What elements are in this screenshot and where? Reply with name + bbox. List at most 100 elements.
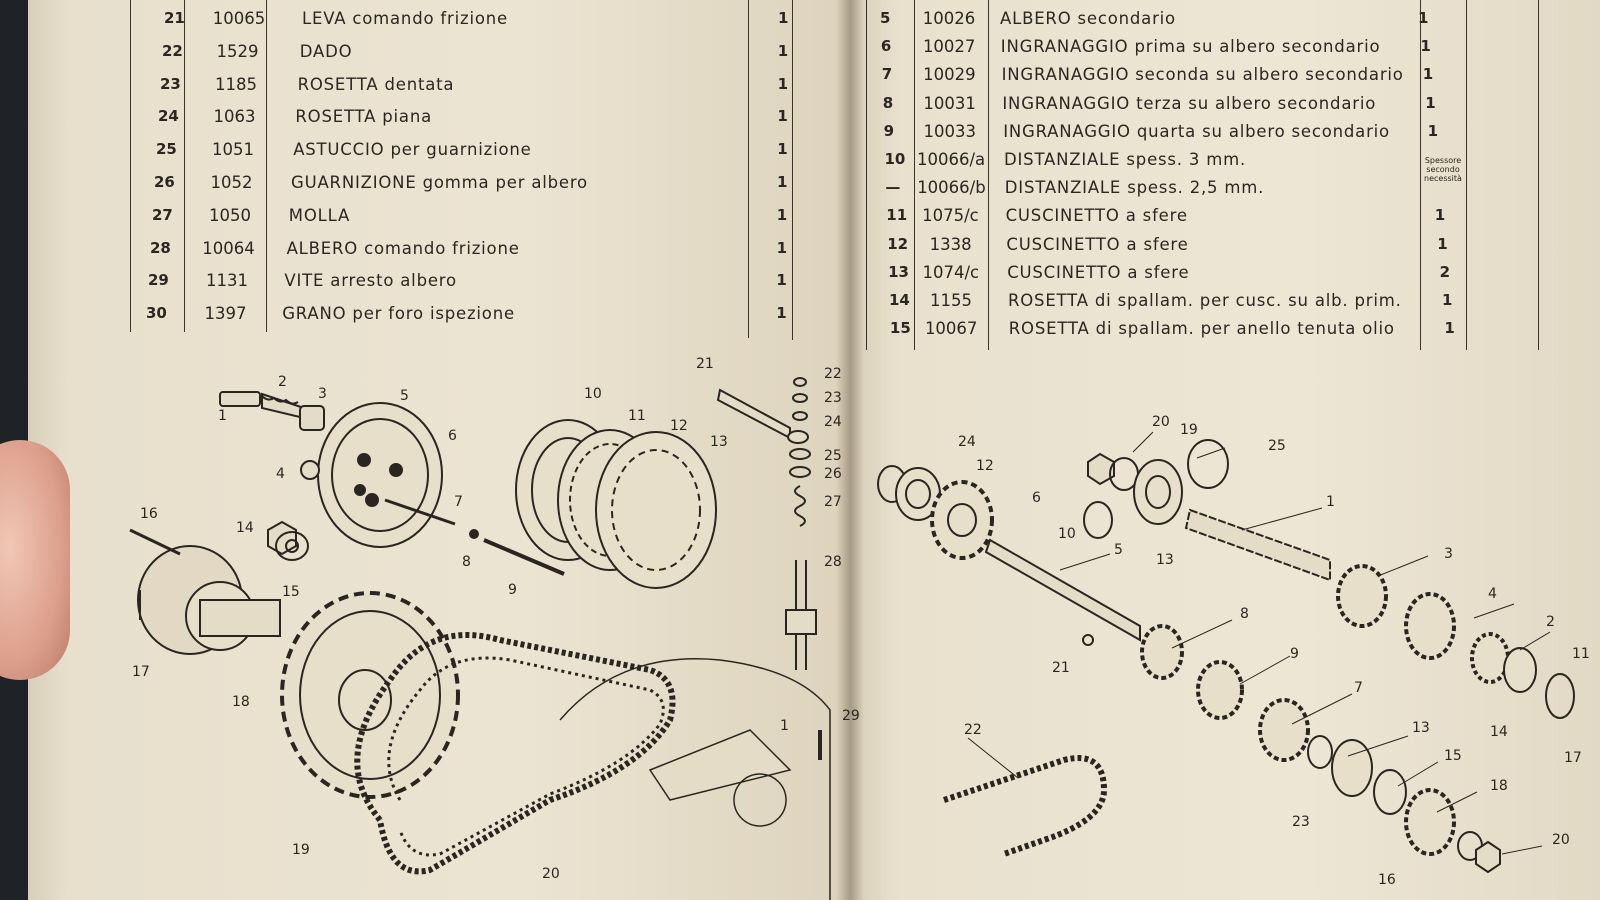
callout-label: 20 <box>542 866 560 882</box>
callout-label: 2 <box>1546 614 1555 630</box>
part-quantity: 1 <box>776 238 788 257</box>
callout-label: 5 <box>1114 542 1123 558</box>
part-number: 11 <box>886 206 908 225</box>
part-number: 29 <box>148 271 169 290</box>
callout-label: 9 <box>1290 646 1299 662</box>
callout-label: 15 <box>1444 748 1462 764</box>
parts-row: 15 10067 ROSETTA di spallam. per anello te… <box>0 319 1600 345</box>
callout-label: 1 <box>218 408 227 424</box>
left-table-divider <box>184 0 186 332</box>
part-code: 10031 <box>923 93 976 113</box>
callout-label: 6 <box>448 428 457 444</box>
left-diagram-labels: 1234567891011121314151617181920212223242… <box>132 356 860 882</box>
callout-label: 20 <box>1552 832 1570 848</box>
callout-label: 25 <box>1268 438 1286 454</box>
callout-label: 27 <box>824 494 842 510</box>
callout-label: 23 <box>1292 814 1310 830</box>
part-quantity: 1 <box>777 107 788 126</box>
left-table-divider <box>748 0 750 338</box>
washer-nut-part <box>267 520 565 576</box>
part-number: 5 <box>880 9 891 27</box>
callout-label: 24 <box>958 434 976 450</box>
clutch-drum-part <box>129 528 281 655</box>
part-number: 23 <box>160 74 181 93</box>
callout-label: 22 <box>824 366 842 382</box>
part-description: ALBERO comando frizione <box>286 238 520 258</box>
part-number: 21 <box>164 9 185 27</box>
part-code: 10027 <box>922 37 976 57</box>
part-description: CUSCINETTO a sfere <box>1006 234 1189 254</box>
callout-label: 22 <box>964 722 982 738</box>
right-table-divider <box>1420 0 1422 350</box>
part-description: INGRANAGGIO seconda su albero secondario <box>1001 65 1404 85</box>
right-table-border <box>1538 0 1540 350</box>
callout-label: 21 <box>1052 660 1070 676</box>
part-number: 15 <box>889 319 911 338</box>
callout-label: 8 <box>1240 606 1249 622</box>
callout-label: 14 <box>236 520 254 536</box>
callout-label: 26 <box>824 466 842 482</box>
callout-label: 10 <box>584 386 602 402</box>
part-code: 10065 <box>212 9 266 28</box>
callout-label: 8 <box>462 554 471 570</box>
leader-lines <box>967 431 1551 855</box>
callout-label: 14 <box>1490 724 1508 740</box>
part-code: 10029 <box>923 65 976 85</box>
left-table-divider <box>266 0 268 332</box>
clutch-bolt-part <box>219 391 325 431</box>
part-description: CUSCINETTO a sfere <box>1005 206 1188 226</box>
part-number: 8 <box>882 93 894 112</box>
sprocket-gear-part <box>280 591 460 799</box>
part-description: DISTANZIALE spess. 3 mm. <box>1004 150 1247 169</box>
chain-part <box>354 632 676 875</box>
callout-label: 10 <box>1058 526 1076 542</box>
callout-label: 7 <box>1354 680 1363 696</box>
part-quantity: 1 <box>776 304 787 323</box>
part-number: 25 <box>156 140 177 159</box>
part-description: VITE arresto albero <box>284 271 457 291</box>
callout-label: 5 <box>400 388 409 404</box>
part-description: ROSETTA di spallam. per cusc. su alb. pr… <box>1008 291 1402 310</box>
part-description: ROSETTA piana <box>295 107 432 127</box>
callout-label: 11 <box>1572 646 1590 662</box>
part-code: 10033 <box>923 121 977 141</box>
callout-label: 13 <box>1412 720 1430 736</box>
right-table-divider <box>988 0 990 350</box>
case-outline-part <box>559 658 831 900</box>
note-line: necessità <box>1424 174 1462 183</box>
part-description: ROSETTA dentata <box>297 74 455 94</box>
part-quantity: 1 <box>778 9 789 27</box>
callout-label: 3 <box>318 386 327 402</box>
part-number: 7 <box>881 65 893 84</box>
part-quantity: 1 <box>777 41 789 60</box>
callout-label: 13 <box>1156 552 1174 568</box>
part-quantity: 1 <box>1437 234 1448 253</box>
part-code: 10026 <box>922 9 976 28</box>
part-code: 10066/b <box>917 178 986 198</box>
part-code: 10067 <box>924 319 978 339</box>
gear-first-part <box>930 480 994 560</box>
small-chain-part <box>943 755 1108 857</box>
part-description: DISTANZIALE spess. 2,5 mm. <box>1004 178 1265 198</box>
part-quantity: 1 <box>776 271 787 290</box>
callout-label: 15 <box>282 584 300 600</box>
part-code: 1074/c <box>922 262 980 282</box>
part-number: 30 <box>146 304 167 323</box>
part-quantity: 1 <box>1434 206 1446 225</box>
part-description: ALBERO secondario <box>1000 9 1176 28</box>
part-code: 1063 <box>213 107 256 127</box>
callout-label: 25 <box>824 448 842 464</box>
part-number: 9 <box>883 121 895 140</box>
part-code: 1051 <box>212 140 254 160</box>
part-description: ROSETTA di spallam. per anello tenuta ol… <box>1008 319 1395 339</box>
left-table-divider <box>792 0 794 340</box>
part-description: GRANO per foro ispezione <box>282 304 515 324</box>
